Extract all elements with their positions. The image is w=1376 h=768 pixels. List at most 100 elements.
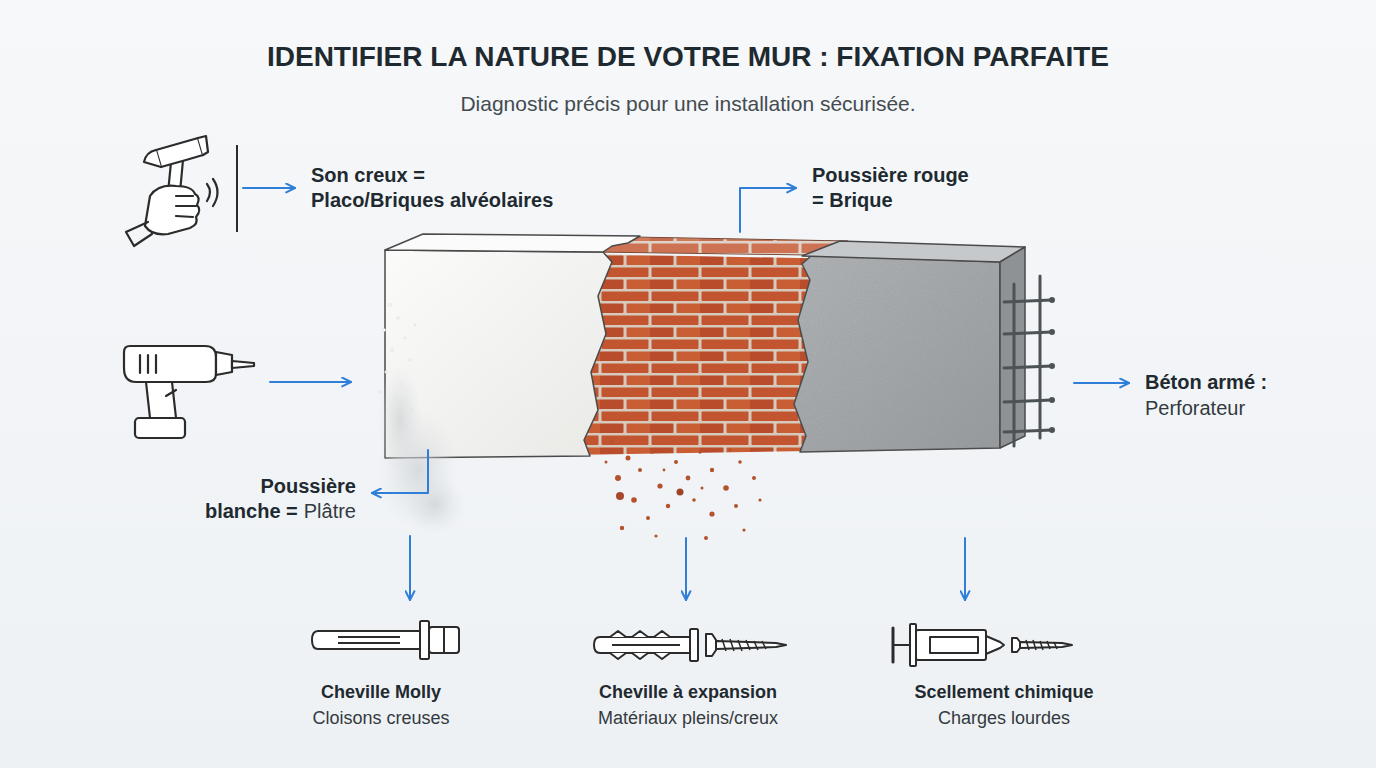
white-dust-part-part [389,304,392,307]
pointer-arrows-part [270,381,351,383]
syringe-icon [893,624,1072,666]
syringe-icon-part [916,630,986,660]
diagnostic-note: Perforateur [1145,396,1245,421]
red-dust-part [666,504,670,508]
pointer-arrows-part [409,536,411,600]
pointer-arrows-part [243,187,295,189]
wall-illustration-part-part [1049,427,1055,433]
expansion-plug-icon-part [716,641,786,649]
drill-icon-part [232,361,254,368]
white-dust-part-part [411,409,414,412]
expansion-plug-icon-part [612,644,680,646]
red-dust [605,440,762,540]
red-dust-part [646,516,650,520]
red-dust-part [734,504,738,508]
wall-illustration-part [794,255,1000,452]
white-dust-part-part [385,371,388,374]
drill-icon [124,346,254,438]
white-dust-part-part [401,383,404,386]
hammer-icon-part [144,150,161,167]
syringe-icon-part [1012,638,1020,652]
red-dust-part [677,489,684,496]
red-dust-part [692,498,696,502]
red-dust-part [729,449,732,452]
red-dust-part [615,475,621,481]
wall-illustration-part-part [1013,284,1016,446]
expansion-plug-icon-part [706,634,716,656]
white-dust-part-part [391,349,394,352]
red-dust-part [710,468,714,472]
wall-illustration-part [1049,297,1055,433]
red-dust-part [701,487,704,490]
drill-icon-part [135,418,185,438]
wall-illustration-part [1004,276,1052,446]
red-dust-part [605,461,608,464]
white-dust-part [379,304,416,412]
hammer-icon-part [207,184,210,201]
red-dust-part [650,450,654,454]
white-dust-part-part [404,337,406,339]
wall-illustration [385,234,1055,470]
wall-illustration-part-part [1049,297,1055,303]
pointer-arrows-part [964,538,966,600]
diagnostic-note: Poussière rouge = Brique [812,163,975,213]
white-dust-part-part [382,328,385,331]
expansion-plug-icon-part [594,637,690,653]
red-dust-part [738,460,742,464]
pointer-arrows-part [740,188,796,232]
red-dust-part [704,536,708,540]
wall-illustration-part-part [1049,363,1055,369]
red-dust-part [616,492,624,500]
expansion-plug-icon-part [690,629,698,661]
molly-anchor-icon-part [420,621,429,659]
drill-icon-part [216,352,232,375]
hammer-icon-part [176,196,196,217]
wall-illustration-part-part [1004,430,1052,432]
hammer-icon [126,136,218,246]
wall-illustration-part-part [1049,329,1055,335]
pointer-arrows-part [685,538,687,600]
syringe-icon-part [986,636,1004,654]
red-dust-part [631,497,637,503]
pointer-arrows [243,188,1129,600]
fixing-name: Scellement chimique [834,680,1174,705]
red-dust-part [709,511,714,516]
red-dust-part [663,469,666,472]
fixing-name: Cheville à expansion [518,680,858,705]
subtitle: Diagnostic précis pour une installation … [0,91,1376,117]
diagnostic-note-group: Poussière blanche =Plâtre [196,474,356,524]
wall-illustration-part-part [1049,397,1055,403]
red-dust-part [638,468,642,472]
drill-icon-part [140,355,156,373]
syringe-icon-part [1026,640,1057,650]
wall-illustration-part-part [1004,300,1052,302]
hammer-icon-part [198,136,208,155]
wall-illustration-part [794,255,1000,452]
wall-illustration-part [802,241,1025,262]
wall-illustration-part-part [1004,332,1052,334]
drill-icon-part [166,390,176,396]
diagnostic-note: Béton armé : [1145,370,1267,395]
red-dust-part [654,534,657,537]
pointer-arrows-part [372,450,428,493]
fixing-use: Matériaux pleins/creux [518,706,858,731]
white-dust [378,304,465,536]
red-dust-part [610,440,614,444]
red-dust-part [674,460,678,464]
molly-anchor-icon-part [338,637,400,643]
white-dust-part-part [379,391,381,393]
white-dust-part-part [414,324,416,326]
white-dust-part-part [394,397,396,399]
hammer-icon-part [145,186,199,235]
fixing-use: Cloisons creuses [211,706,551,731]
fixing-name: Cheville Molly [211,680,551,705]
expansion-plug-icon-part [722,639,766,651]
molly-anchor-icon-part [312,631,420,649]
diagnostic-note: Son creux = Placo/Briques alvéolaires [311,163,558,213]
red-dust-part [626,456,631,461]
wall-illustration-part-part [1004,400,1052,402]
red-dust-part [657,483,662,488]
drill-icon-part [124,346,216,382]
red-dust-part [698,450,702,454]
hammer-icon-part [213,179,218,206]
